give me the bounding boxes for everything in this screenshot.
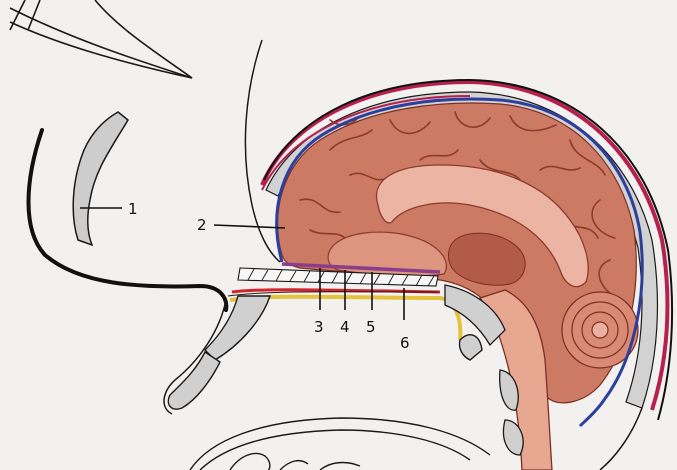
label-1: 1 [128, 200, 138, 218]
label-6: 6 [400, 334, 410, 352]
label-5: 5 [366, 318, 376, 336]
label-3: 3 [314, 318, 324, 336]
label-2: 2 [197, 216, 207, 234]
label-4: 4 [340, 318, 350, 336]
